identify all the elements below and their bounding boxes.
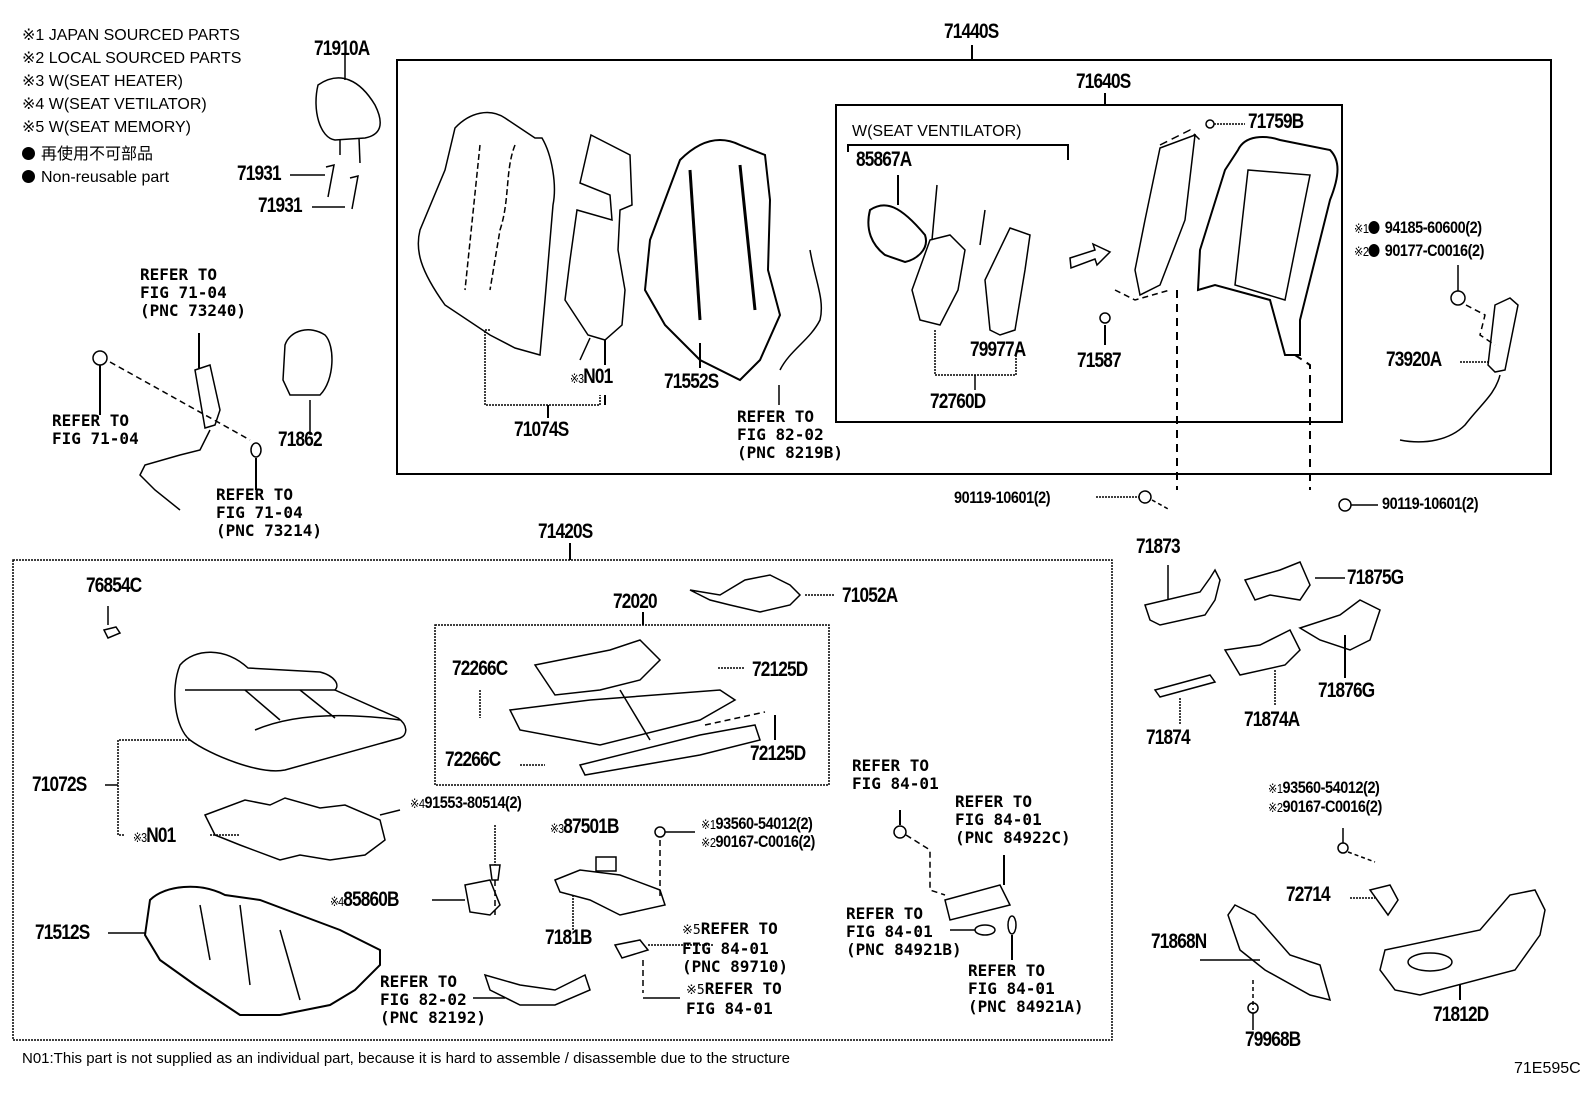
- part-71759B[interactable]: 71759B: [1248, 110, 1304, 133]
- fastener-90167-C0016-mid[interactable]: ※290167-C0016(2): [701, 832, 815, 851]
- seatback-cover-drawing: [417, 111, 601, 418]
- cushion-frame-7181B-drawing: [473, 826, 713, 1006]
- part-71052A[interactable]: 71052A: [842, 584, 898, 607]
- part-73920A[interactable]: 73920A: [1386, 348, 1442, 371]
- reference-fig-84-01-pnc-84921A[interactable]: REFER TO FIG 84-01 (PNC 84921A): [968, 961, 1084, 1016]
- non-reusable-dot-icon: [22, 147, 35, 160]
- reference-fig-84-01-pnc-84922C[interactable]: REFER TO FIG 84-01 (PNC 84922C): [955, 792, 1071, 847]
- fastener-91553-80514[interactable]: ※491553-80514(2): [410, 793, 522, 812]
- reference-fig-82-02-pnc-82192[interactable]: REFER TO FIG 82-02 (PNC 82192): [380, 972, 486, 1027]
- group-box-71420S: [12, 559, 1113, 1041]
- recliner-brackets-drawing: [1144, 561, 1381, 725]
- part-71874A[interactable]: 71874A: [1244, 708, 1300, 731]
- reference-fig-71-04-pnc-73214[interactable]: REFER TO FIG 71-04 (PNC 73214): [216, 485, 322, 540]
- part-71874[interactable]: 71874: [1146, 726, 1191, 749]
- part-85860B[interactable]: ※485860B: [330, 888, 399, 911]
- headrest-drawing: [290, 55, 381, 210]
- reference-fig-71-04-pnc-73240[interactable]: REFER TO FIG 71-04 (PNC 73240): [140, 265, 246, 320]
- group-box-72020: [434, 624, 830, 786]
- side-cover-71862-drawing: [282, 329, 333, 435]
- part-85867A[interactable]: 85867A: [856, 148, 912, 171]
- legend-note-5: ※5 W(SEAT MEMORY): [22, 119, 191, 136]
- part-71074S[interactable]: 71074S: [514, 418, 569, 441]
- seatback-heater-drawing: [564, 133, 633, 405]
- seat-cushion-heater-drawing: [203, 797, 401, 861]
- seat-cushion-cover-drawing: [102, 606, 407, 836]
- reference-fig-84-01-pnc-84921B[interactable]: REFER TO FIG 84-01 (PNC 84921B): [846, 904, 962, 959]
- part-71587[interactable]: 71587: [1077, 349, 1122, 372]
- legend-note-2: ※2 LOCAL SOURCED PARTS: [22, 50, 242, 67]
- seatback-pad-drawing: [643, 139, 823, 405]
- part-72266C-b[interactable]: 72266C: [445, 748, 501, 771]
- part-72266C-a[interactable]: 72266C: [452, 657, 508, 680]
- legend-note-1: ※1 JAPAN SOURCED PARTS: [22, 27, 240, 44]
- ventilator-fan-drawing: [432, 825, 501, 916]
- seat-adjuster-drawing: [479, 574, 835, 776]
- legend-note-3: ※3 W(SEAT HEATER): [22, 73, 183, 90]
- reference-fig-82-02-pnc-8219B[interactable]: REFER TO FIG 82-02 (PNC 8219B): [737, 407, 843, 462]
- group-label-71440S[interactable]: 71440S: [944, 20, 999, 43]
- reference-fig-84-01-screw[interactable]: ※5REFER TO FIG 84-01: [686, 979, 782, 1018]
- non-reusable-dot-icon: [1368, 221, 1380, 234]
- fastener-93560-54012-right[interactable]: ※193560-54012(2): [1268, 778, 1380, 797]
- part-76854C[interactable]: 76854C: [86, 574, 142, 597]
- part-71868N[interactable]: 71868N: [1151, 930, 1207, 953]
- bolt-90119-10601-left[interactable]: 90119-10601(2): [954, 488, 1051, 507]
- trim-73920A-drawing: [1399, 265, 1519, 443]
- side-trim-drawing: [1200, 828, 1546, 1030]
- bolts-90119-drawing: [1096, 490, 1378, 512]
- part-71072S[interactable]: 71072S: [32, 773, 87, 796]
- part-71931-a[interactable]: 71931: [237, 162, 282, 185]
- group-label-71640S[interactable]: 71640S: [1076, 70, 1131, 93]
- seatbelt-buckle-drawing: [92, 333, 262, 511]
- part-71876G[interactable]: 71876G: [1318, 679, 1375, 702]
- footnote-legend: ※1 JAPAN SOURCED PARTS ※2 LOCAL SOURCED …: [22, 24, 241, 189]
- part-71875G[interactable]: 71875G: [1347, 566, 1404, 589]
- part-N01-seatback[interactable]: ※3N01: [570, 365, 613, 388]
- part-7181B[interactable]: 7181B: [545, 926, 592, 949]
- footer-n01-note: N01:This part is not supplied as an indi…: [22, 1050, 790, 1067]
- legend-non-reusable-jp: 再使用不可部品: [22, 143, 241, 166]
- seatback-frame-drawing: [1099, 119, 1339, 490]
- part-72125D-b[interactable]: 72125D: [750, 742, 806, 765]
- non-reusable-dot-icon: [22, 170, 35, 183]
- ventilator-bracket: [847, 144, 1069, 160]
- part-87501B[interactable]: ※387501B: [550, 815, 619, 838]
- part-79968B[interactable]: 79968B: [1245, 1028, 1301, 1051]
- part-72760D[interactable]: 72760D: [930, 390, 986, 413]
- legend-non-reusable-en: Non-reusable part: [22, 166, 241, 189]
- reference-fig-84-01-top[interactable]: REFER TO FIG 84-01: [852, 756, 939, 793]
- part-71552S[interactable]: 71552S: [664, 370, 719, 393]
- part-N01-cushion[interactable]: ※3N01: [133, 824, 176, 847]
- part-72714[interactable]: 72714: [1286, 883, 1331, 906]
- fastener-90167-C0016-right[interactable]: ※290167-C0016(2): [1268, 797, 1382, 816]
- part-71512S[interactable]: 71512S: [35, 921, 90, 944]
- part-79977A[interactable]: 79977A: [970, 338, 1026, 361]
- power-seat-switch-drawing: [893, 810, 1017, 960]
- part-71931-b[interactable]: 71931: [258, 194, 303, 217]
- reference-fig-84-01-pnc-89710[interactable]: ※5REFER TO FIG 84-01 (PNC 89710): [682, 919, 788, 976]
- legend-note-4: ※4 W(SEAT VETILATOR): [22, 96, 207, 113]
- group-label-72020[interactable]: 72020: [613, 590, 658, 613]
- group-box-71640S: [835, 104, 1343, 423]
- ventilator-parts-drawing: [867, 175, 1112, 390]
- part-72125D-a[interactable]: 72125D: [752, 658, 808, 681]
- figure-id: 71E595C: [1514, 1060, 1581, 1077]
- group-label-71420S[interactable]: 71420S: [538, 520, 593, 543]
- group-box-71440S: [396, 59, 1552, 475]
- part-71910A[interactable]: 71910A: [314, 37, 370, 60]
- part-71862[interactable]: 71862: [278, 428, 323, 451]
- non-reusable-dot-icon: [1368, 244, 1380, 257]
- seat-cushion-pad-drawing: [108, 885, 381, 1016]
- part-71812D[interactable]: 71812D: [1433, 1003, 1489, 1026]
- ventilator-group-label: W(SEAT VENTILATOR): [852, 123, 1022, 140]
- reference-fig-71-04-left[interactable]: REFER TO FIG 71-04: [52, 411, 139, 448]
- bolt-90119-10601-right[interactable]: 90119-10601(2): [1382, 494, 1479, 513]
- fastener-93560-54012-mid[interactable]: ※193560-54012(2): [701, 814, 813, 833]
- part-71873[interactable]: 71873: [1136, 535, 1181, 558]
